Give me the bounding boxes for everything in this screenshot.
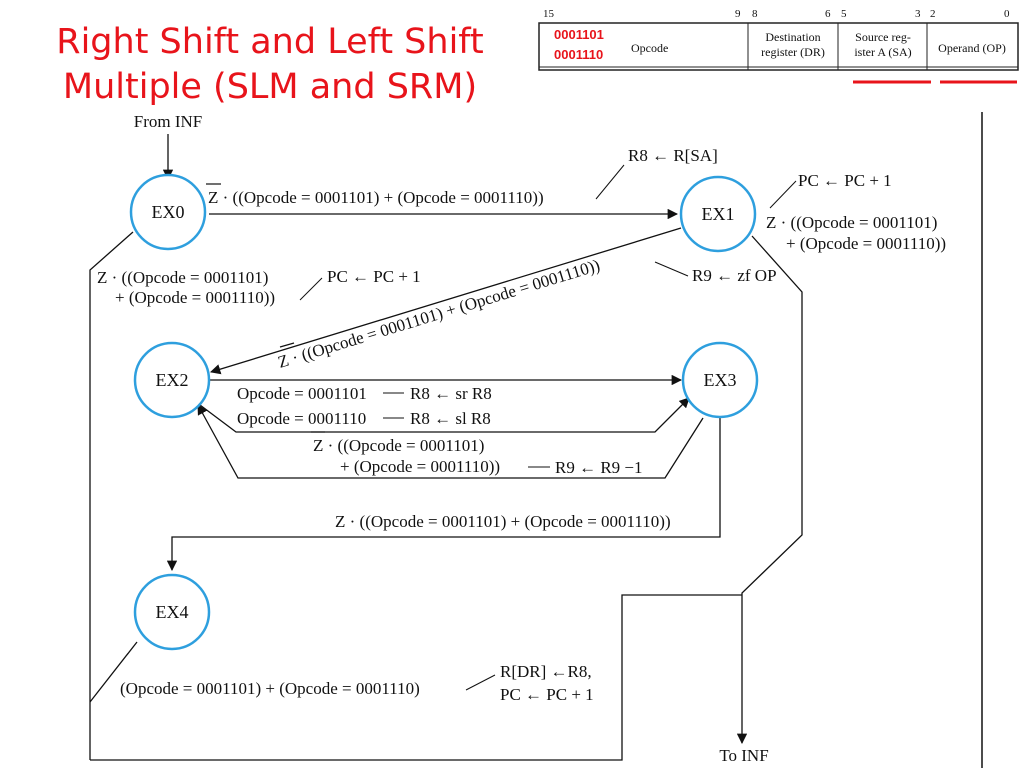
- bit-8: 8: [752, 8, 758, 20]
- state-ex1: EX1: [679, 175, 757, 253]
- from-inf-label: From INF: [134, 112, 202, 131]
- state-ex2-label: EX2: [156, 370, 189, 390]
- field-dr-line-1: Destination: [765, 30, 820, 44]
- title-line-1: Right Shift and Left Shift: [56, 22, 484, 62]
- cond-ex1-exit-line-1: Z · ((Opcode = 0001101): [766, 213, 937, 232]
- field-sa-line-2: ister A (SA): [854, 45, 911, 59]
- arrow-ex1-ex2: [210, 227, 682, 375]
- zbar-ex1-ex2: [279, 342, 295, 348]
- cond-ex4-exit: (Opcode = 0001101) + (Opcode = 0001110): [120, 679, 420, 698]
- leader-rdr: [465, 674, 496, 691]
- state-ex1-circle: [679, 175, 757, 253]
- to-inf-label: To INF: [719, 746, 768, 765]
- cond-ex0-exit-line-2: + (Opcode = 0001110)): [115, 288, 275, 307]
- opcode-value-slm: 0001101: [554, 27, 604, 42]
- act-r9-zf: R9 ← zf OP: [692, 266, 777, 285]
- instruction-format-table: 15 9 8 6 5 3 2 0 0001101 0001110 Opcode …: [538, 8, 1019, 84]
- cond-loop-line-2: + (Opcode = 0001110)): [340, 457, 500, 476]
- state-ex3-label: EX3: [704, 370, 737, 390]
- path-ex4-exit: [89, 641, 138, 703]
- bit-0: 0: [1004, 8, 1010, 20]
- state-ex4-label: EX4: [156, 602, 189, 622]
- path-ex0-exit: [89, 231, 134, 760]
- state-ex2-circle: [133, 341, 211, 419]
- arrow-ex3-ex2-loop: [197, 404, 704, 479]
- arrow-ex2-ex3-shift-left: [199, 397, 690, 433]
- act-pc-top: PC ← PC + 1: [798, 171, 892, 190]
- state-ex0: EX0: [129, 173, 207, 251]
- field-operand: Operand (OP): [938, 41, 1006, 55]
- state-ex3-circle: [681, 341, 759, 419]
- cond-ex1-ex2: Z · ((Opcode = 0001101) + (Opcode = 0001…: [276, 256, 603, 372]
- state-ex0-circle: [129, 173, 207, 251]
- state-ex4-circle: [133, 573, 211, 651]
- bit-3: 3: [915, 8, 921, 20]
- cond-ex0-ex1: Z · ((Opcode = 0001101) + (Opcode = 0001…: [208, 188, 544, 207]
- bit-6: 6: [825, 8, 831, 20]
- arrow-ex3-ex4: [166, 414, 721, 572]
- cond-sr: Opcode = 0001101: [237, 384, 367, 403]
- path-ex1-to-inf: [736, 235, 803, 745]
- cond-ex1-exit-line-2: + (Opcode = 0001110)): [786, 234, 946, 253]
- act-r9-dec: R9 ← R9 −1: [555, 458, 643, 477]
- title-line-2: Multiple (SLM and SRM): [62, 67, 478, 107]
- state-ex3: EX3: [681, 341, 759, 419]
- cond-loop-line-1: Z · ((Opcode = 0001101): [313, 436, 484, 455]
- format-border: [538, 22, 1019, 71]
- state-ex1-label: EX1: [702, 204, 735, 224]
- state-ex4: EX4: [133, 573, 211, 651]
- cond-ex3-ex4: Z · ((Opcode = 0001101) + (Opcode = 0001…: [335, 512, 671, 531]
- field-sa-line-1: Source reg-: [855, 30, 911, 44]
- state-ex2: EX2: [133, 341, 211, 419]
- path-return-to-inf: [90, 594, 742, 761]
- field-dr-line-2: register (DR): [761, 45, 825, 59]
- bit-9: 9: [735, 8, 741, 20]
- state-ex0-label: EX0: [152, 202, 185, 222]
- act-rdr-line-2: PC ← PC + 1: [500, 685, 594, 704]
- act-pc-left: PC ← PC + 1: [327, 267, 421, 286]
- bit-2: 2: [930, 8, 936, 20]
- cond-sl: Opcode = 0001110: [237, 409, 366, 428]
- leader-r9-zf: [654, 261, 689, 277]
- field-opcode: Opcode: [631, 41, 668, 55]
- act-r8-rsa: R8 ← R[SA]: [628, 146, 718, 165]
- act-rdr-line-1: R[DR] ←R8,: [500, 662, 592, 681]
- cond-ex0-exit-line-1: Z · ((Opcode = 0001101): [97, 268, 268, 287]
- leader-pc-left: [299, 277, 323, 301]
- act-sr: R8 ← sr R8: [410, 384, 492, 403]
- slide-title: Right Shift and Left Shift Multiple (SLM…: [0, 20, 540, 110]
- bit-5: 5: [841, 8, 847, 20]
- opcode-value-srm: 0001110: [554, 47, 603, 62]
- leader-pc-top: [769, 180, 797, 209]
- bit-15: 15: [543, 8, 555, 20]
- act-sl: R8 ← sl R8: [410, 409, 491, 428]
- leader-r8-rsa: [595, 164, 625, 200]
